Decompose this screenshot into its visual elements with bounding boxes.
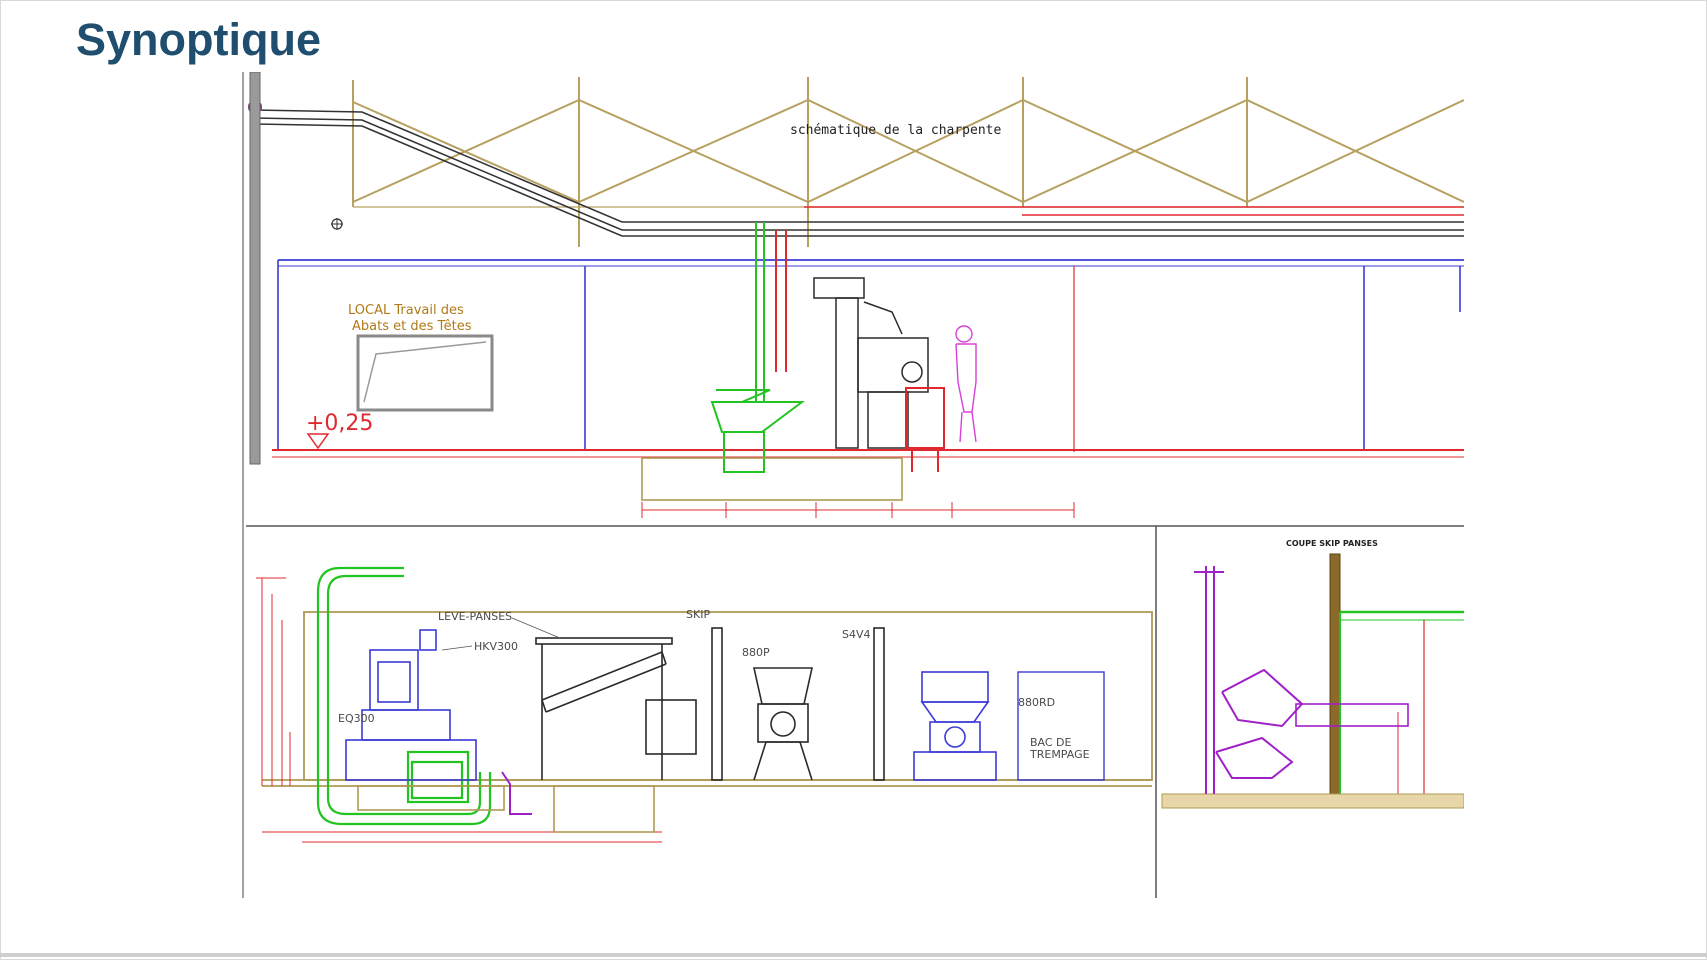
red-hopper [905,387,945,472]
machine-880rd [913,671,997,781]
label-880rd: 880RD [1018,696,1055,709]
label-skip: SKIP [686,608,710,621]
purple-pipe-lower [501,771,532,815]
label-eq300: EQ300 [338,712,375,725]
label-bac-line2: TREMPAGE [1029,748,1090,761]
room-label-line1: LOCAL Travail des [348,303,464,318]
hkv300-machine [345,629,477,781]
footer-rule [0,953,1707,957]
synoptic-svg: schématique de la charpente LOCAL Travai… [242,72,1464,898]
red-pipe-upper [775,230,787,372]
leve-panses-conveyor [535,637,697,780]
level-mark: +0,25 [306,411,373,436]
person-figure [955,325,977,443]
room-window [356,334,494,412]
label-bac-line1: BAC DE [1030,736,1072,749]
machine-880p [753,667,813,781]
section-view [1161,553,1464,809]
red-rails [804,206,1464,216]
room-label-line2: Abats et des Têtes [352,319,472,334]
label-hkv300: HKV300 [474,640,518,653]
upper-dimensions [641,502,1075,518]
section-purple-skip [1194,566,1304,794]
green-hopper [710,389,805,473]
label-880p: 880P [742,646,770,659]
upper-pit [641,457,903,501]
label-coupe-skip: COUPE SKIP PANSES [1286,539,1378,548]
bac-trempage-box [1017,671,1105,781]
upper-machine [813,277,929,449]
overhead-rail [253,109,1464,237]
slide-title: Synoptique [76,14,321,65]
level-triangle-icon [306,433,330,450]
upper-building [249,72,1464,465]
lower-pit [357,785,655,833]
roof-caption: schématique de la charpente [790,123,1001,138]
label-leve-panses: LEVE-PANSES [438,610,512,623]
synoptic-drawing: schématique de la charpente LOCAL Travai… [242,72,1464,898]
green-pipe-upper [755,222,765,402]
label-s4v4: S4V4 [842,628,871,641]
skip-columns [711,627,885,781]
